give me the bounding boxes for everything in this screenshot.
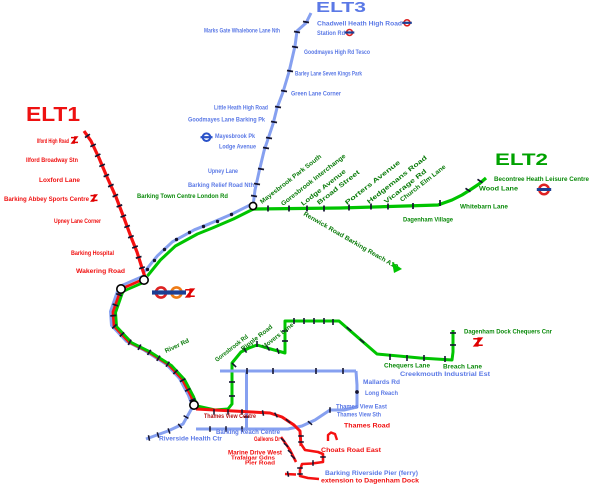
svg-text:Marine Drive West: Marine Drive West <box>228 450 283 457</box>
svg-text:Barking Hospital: Barking Hospital <box>71 250 114 257</box>
svg-text:Upney Lane: Upney Lane <box>208 168 238 175</box>
svg-text:Goodmayes High Rd Tesco: Goodmayes High Rd Tesco <box>304 49 370 56</box>
svg-text:Breach Lane: Breach Lane <box>443 364 482 371</box>
svg-text:Loxford Lane: Loxford Lane <box>39 177 80 184</box>
svg-text:Marks Gate Whalebone Lane Nth: Marks Gate Whalebone Lane Nth <box>204 28 280 35</box>
svg-text:Ilford Broadway Stn: Ilford Broadway Stn <box>26 157 78 164</box>
svg-text:Becontree Heath Leisure Centre: Becontree Heath Leisure Centre <box>494 176 589 183</box>
svg-text:Mallards Rd: Mallards Rd <box>363 379 400 386</box>
svg-text:Upney Lane Corner: Upney Lane Corner <box>54 218 101 225</box>
svg-text:Barking Town Centre London Rd: Barking Town Centre London Rd <box>137 193 228 200</box>
svg-text:Green Lane Corner: Green Lane Corner <box>291 91 341 98</box>
svg-text:Mayesbrook Pk: Mayesbrook Pk <box>215 133 255 140</box>
svg-text:Barley Lane Seven Kings Park: Barley Lane Seven Kings Park <box>295 71 362 78</box>
svg-text:Creekmouth Industrial Est: Creekmouth Industrial Est <box>400 371 491 378</box>
svg-text:Pier Road: Pier Road <box>245 461 275 467</box>
svg-text:extension to Dagenham Dock: extension to Dagenham Dock <box>321 478 419 485</box>
svg-text:Galleons Dr: Galleons Dr <box>254 436 280 443</box>
svg-text:Long Reach: Long Reach <box>365 390 398 397</box>
svg-text:Thames View East: Thames View East <box>336 404 388 411</box>
svg-text:Wakering Road: Wakering Road <box>76 268 125 275</box>
svg-text:Riverside Health Ctr: Riverside Health Ctr <box>159 436 222 443</box>
svg-text:Lodge Avenue: Lodge Avenue <box>219 144 256 151</box>
svg-text:Choats Road East: Choats Road East <box>321 447 382 454</box>
svg-text:Goodmayes Lane Barking Pk: Goodmayes Lane Barking Pk <box>188 117 265 124</box>
svg-text:Dagenham Village: Dagenham Village <box>403 217 453 224</box>
svg-text:Trafalgar Gdns: Trafalgar Gdns <box>231 456 275 462</box>
svg-text:ELT1: ELT1 <box>26 104 80 126</box>
svg-text:River Rd: River Rd <box>164 337 191 354</box>
svg-text:Whitebarn Lane: Whitebarn Lane <box>460 204 508 211</box>
svg-text:Renwick Road Barking Reach A13: Renwick Road Barking Reach A13 <box>302 211 399 271</box>
svg-text:Barking Reach Centre: Barking Reach Centre <box>216 429 280 436</box>
svg-text:Station Rd: Station Rd <box>317 30 345 37</box>
svg-text:Barking Abbey Sports Centre: Barking Abbey Sports Centre <box>4 196 89 203</box>
svg-text:Thames View Sth: Thames View Sth <box>337 412 381 419</box>
svg-text:Thames View Centre: Thames View Centre <box>204 413 256 420</box>
svg-text:Ilford High Road: Ilford High Road <box>37 138 69 145</box>
svg-text:Wood Lane: Wood Lane <box>479 186 518 193</box>
svg-text:Thames Road: Thames Road <box>344 423 390 430</box>
svg-text:Barking Relief Road Nth: Barking Relief Road Nth <box>188 182 254 189</box>
svg-text:Barking Riverside Pier (ferry): Barking Riverside Pier (ferry) <box>325 470 418 477</box>
svg-text:Dagenham Dock Chequers Cnr: Dagenham Dock Chequers Cnr <box>464 329 552 336</box>
svg-text:ELT2: ELT2 <box>495 150 548 169</box>
svg-text:Chadwell Heath High Road: Chadwell Heath High Road <box>317 21 402 28</box>
svg-text:ELT3: ELT3 <box>316 0 366 16</box>
svg-text:Little Heath High Road: Little Heath High Road <box>214 105 268 112</box>
svg-text:Chequers Lane: Chequers Lane <box>384 363 430 370</box>
